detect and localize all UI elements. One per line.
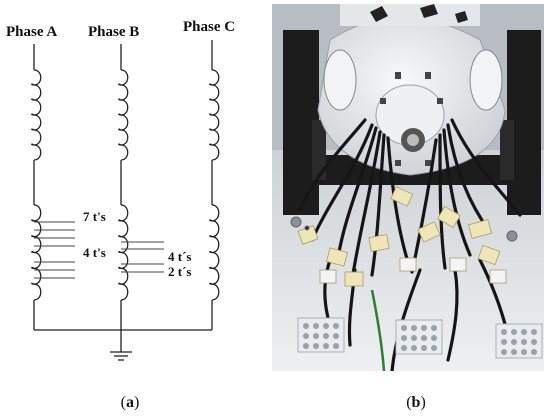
caption-b: (b) (386, 394, 446, 412)
phase-a-coil-lower (31, 204, 42, 301)
phase-b-tap-label-upper: 4 t´s (168, 249, 191, 264)
phase-b-coil-upper (118, 69, 129, 161)
lead-connectors (297, 186, 507, 287)
ground-wire (370, 289, 386, 371)
terminal-block-left (297, 317, 345, 353)
phase-c-coil-upper (209, 69, 220, 161)
caption-a-close: ) (134, 394, 140, 411)
phase-a-taps (34, 221, 75, 279)
phase-b-taps (121, 241, 164, 273)
phase-a-tap-label-lower: 4 t's (83, 245, 106, 260)
phase-b-coil-lower (118, 204, 129, 301)
terminal-blocks (297, 317, 543, 359)
winding-lines (31, 40, 220, 361)
stator-photo (272, 4, 544, 371)
phase-a-label: Phase A (6, 24, 57, 40)
terminal-block-center (395, 319, 443, 355)
caption-b-letter: b (411, 394, 421, 411)
caption-b-close: ) (420, 394, 426, 411)
phase-b-label: Phase B (88, 24, 139, 40)
board-screws (290, 216, 518, 242)
caption-a-letter: a (126, 394, 134, 411)
ground-symbol (110, 351, 132, 361)
phase-a-tap-label-upper: 7 t's (83, 209, 106, 224)
winding-schematic: Phase A Phase B Phase C (6, 19, 235, 40)
caption-a-open: ( (120, 394, 126, 411)
phase-b-tap-label-lower: 2 t´s (168, 264, 191, 279)
caption-b-open: ( (406, 394, 412, 411)
terminal-block-right (495, 323, 543, 359)
support-frame (283, 30, 541, 215)
tap-labels: 7 t's 4 t's 4 t´s 2 t´s (83, 209, 191, 279)
phase-c-label: Phase C (183, 19, 235, 35)
caption-a: (a) (100, 394, 160, 412)
phase-a-coil-upper (31, 69, 42, 161)
phase-c-coil-lower (209, 204, 220, 301)
